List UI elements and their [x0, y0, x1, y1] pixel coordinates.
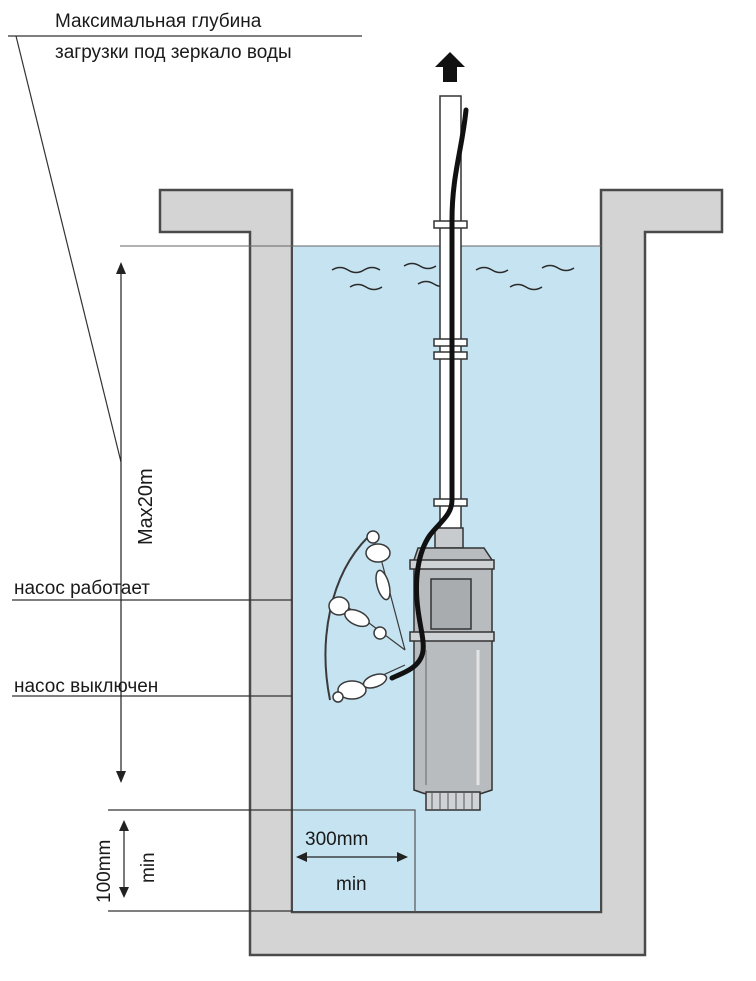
bottom-gap-suffix: min — [138, 852, 159, 883]
bottom-gap-value: 100mm — [94, 840, 115, 903]
side-gap-dimension-arrow — [296, 852, 408, 862]
well-wall — [158, 188, 724, 957]
bottom-gap-dimension-arrow — [119, 820, 129, 898]
max-depth-label: Max20m — [135, 468, 157, 545]
pump-off-label: насос выключен — [14, 676, 158, 697]
depth-dimension-arrow — [116, 262, 126, 783]
power-cable — [389, 107, 469, 681]
leader-lines — [8, 35, 362, 912]
clearance-box — [293, 809, 416, 912]
title-line-1: Максимальная глубина — [55, 11, 262, 32]
side-gap-value: 300mm — [305, 829, 368, 850]
submersible-pump — [409, 527, 495, 811]
title-line-2: загрузки под зеркало воды — [55, 42, 292, 63]
water-waves — [331, 262, 575, 291]
float-switch-icon — [324, 530, 406, 703]
pump-on-label: насос работает — [14, 578, 150, 599]
side-gap-suffix: min — [336, 874, 367, 895]
arrow-up-icon — [435, 52, 465, 82]
